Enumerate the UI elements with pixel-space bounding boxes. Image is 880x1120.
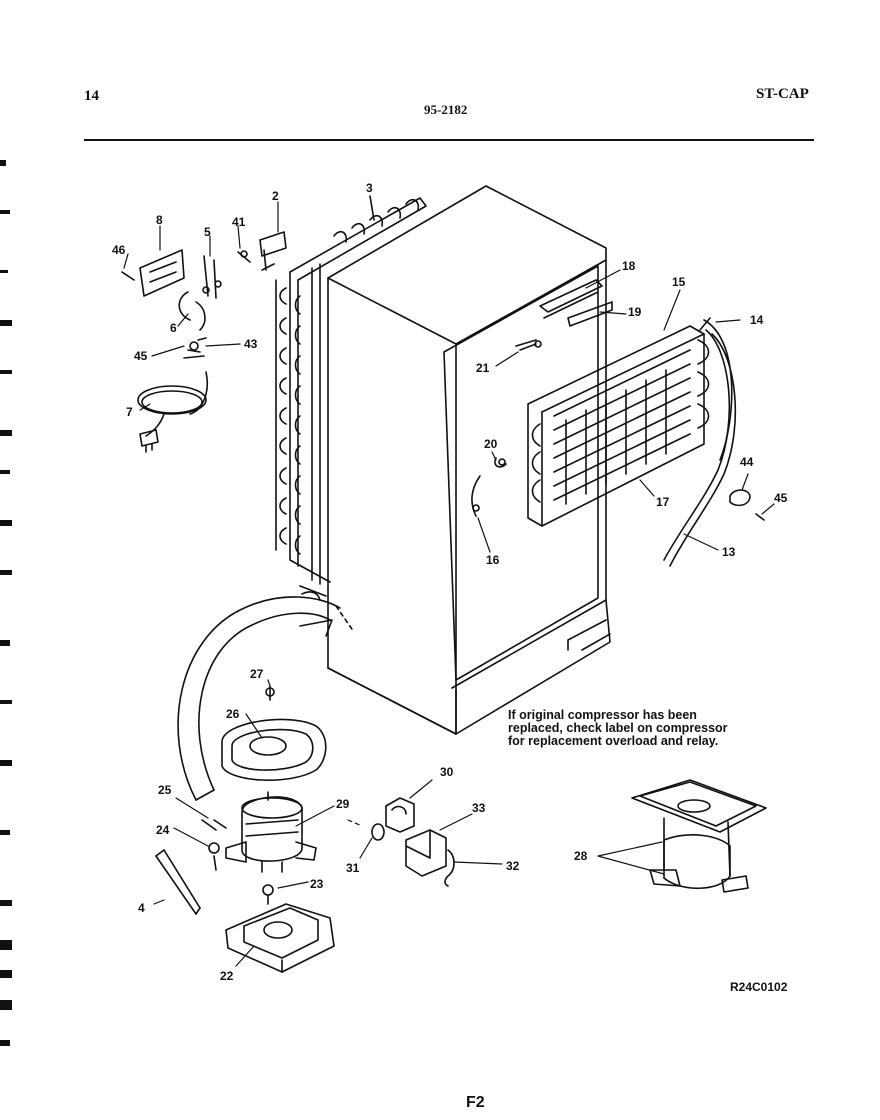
callout-14: 14	[750, 313, 764, 327]
callout-8: 8	[156, 213, 163, 227]
compressor-mount	[221, 685, 327, 781]
left-parts	[155, 819, 220, 915]
bracket-18	[515, 279, 613, 351]
callout-32: 32	[506, 859, 520, 873]
compressor-replacement-note: If original compressor has been replaced…	[508, 708, 728, 748]
power-cord	[137, 371, 208, 453]
callout-4: 4	[138, 901, 145, 915]
part-16-20	[471, 457, 507, 517]
part-44	[729, 489, 765, 521]
callout-41: 41	[232, 215, 246, 229]
callout-21: 21	[476, 361, 490, 375]
callout-13: 13	[722, 545, 736, 559]
callout-25: 25	[158, 783, 172, 797]
compressor-29	[213, 791, 317, 873]
condenser-coil	[275, 195, 427, 585]
upper-left-parts	[121, 231, 287, 359]
page-number: 14	[84, 88, 99, 104]
callout-43: 43	[244, 337, 258, 351]
relay-30-31	[371, 797, 415, 841]
callout-3: 3	[366, 181, 373, 195]
callout-16: 16	[486, 553, 500, 567]
leader-lines	[123, 201, 775, 967]
scan-margin-marks	[0, 140, 14, 1100]
compressor-base	[225, 884, 335, 973]
routing-arrow	[177, 585, 355, 801]
callout-46: 46	[112, 243, 126, 257]
model-code: ST-CAP	[756, 86, 809, 102]
cabinet	[327, 185, 611, 735]
callout-45-right: 45	[774, 491, 788, 505]
callout-15: 15	[672, 275, 686, 289]
callout-labels: 2 3 4 5 6 7 8 13 14 15 16 17 18 19 20 21…	[112, 181, 788, 983]
document-code: 95-2182	[424, 102, 468, 117]
replacement-compressor	[631, 779, 767, 893]
callout-44: 44	[740, 455, 754, 469]
callout-45-left: 45	[134, 349, 148, 363]
callout-24: 24	[156, 823, 170, 837]
header-rule	[84, 139, 814, 141]
callout-18: 18	[622, 259, 636, 273]
callout-20: 20	[484, 437, 498, 451]
callout-31: 31	[346, 861, 360, 875]
evaporator	[527, 317, 733, 527]
drawing-code: R24C0102	[730, 980, 788, 994]
callout-19: 19	[628, 305, 642, 319]
callout-28: 28	[574, 849, 588, 863]
callout-22: 22	[220, 969, 234, 983]
callout-17: 17	[656, 495, 670, 509]
callout-26: 26	[226, 707, 240, 721]
callout-5: 5	[204, 225, 211, 239]
callout-7: 7	[126, 405, 133, 419]
callout-30: 30	[440, 765, 454, 779]
callout-23: 23	[310, 877, 324, 891]
callout-6: 6	[170, 321, 177, 335]
callout-29: 29	[336, 797, 350, 811]
footer-code: F2	[466, 1094, 485, 1111]
callout-33: 33	[472, 801, 486, 815]
callout-2: 2	[272, 189, 279, 203]
callout-27: 27	[250, 667, 264, 681]
overload-33-32	[405, 829, 455, 887]
tube-13	[663, 329, 737, 567]
